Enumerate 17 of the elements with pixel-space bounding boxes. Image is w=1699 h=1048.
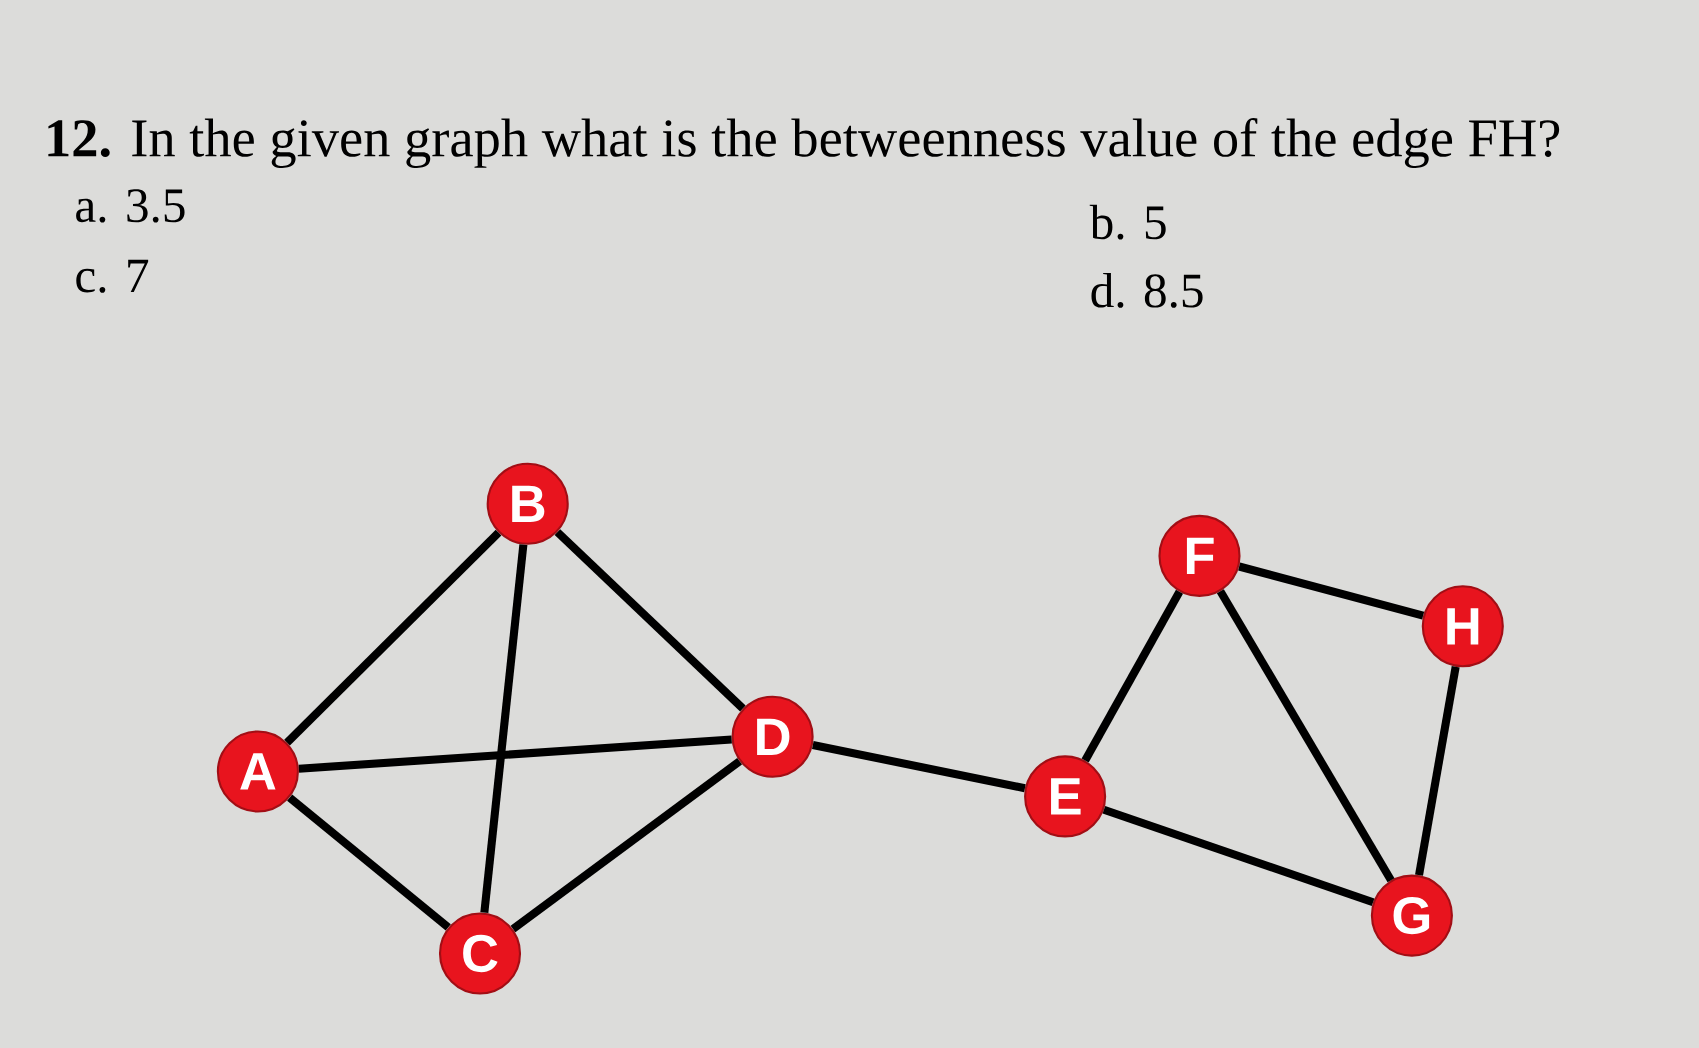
graph-edge	[510, 757, 742, 933]
answer-option: d. 8.5	[1091, 272, 1203, 308]
graph-edge	[298, 735, 732, 773]
graph-edge	[284, 529, 502, 746]
graph-edge	[1216, 589, 1395, 883]
answer-option: b. 5	[1089, 204, 1166, 240]
graph-edge	[554, 529, 746, 712]
graph-edge	[1238, 562, 1425, 620]
question-text: 12. In the given graph what is the betweenness value of the edge FH?	[48, 117, 1560, 168]
graph-edge	[1102, 805, 1375, 907]
answer-option: a. 3.5	[76, 189, 185, 223]
answer-option: c. 7	[76, 259, 149, 293]
graph-edge	[1081, 589, 1183, 763]
graph-edge	[812, 741, 1026, 793]
graph-edge	[1415, 666, 1460, 876]
graph-edge	[287, 794, 451, 931]
graph-edge	[480, 544, 528, 914]
